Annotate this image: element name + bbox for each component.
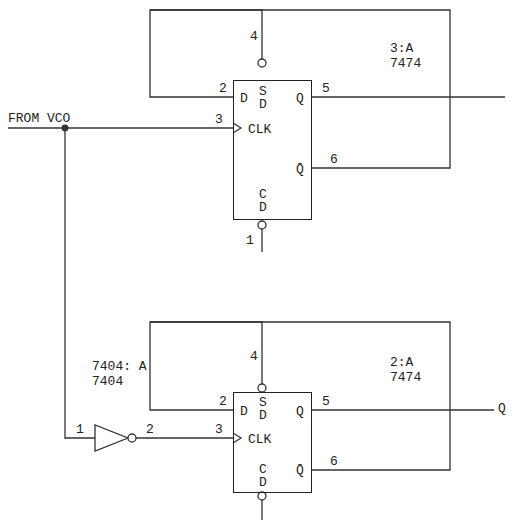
pin-number: 3 — [215, 113, 223, 127]
pin-number: 2 — [219, 82, 227, 96]
pin-number: 6 — [330, 455, 338, 469]
clock-wedge — [233, 433, 241, 443]
pin-number: 4 — [250, 30, 258, 44]
wire — [261, 229, 262, 252]
clock-wedge — [233, 123, 241, 133]
pin-number: 5 — [322, 395, 330, 409]
signal-name: FROM VCO — [8, 112, 70, 126]
wire — [150, 10, 450, 168]
wire — [8, 127, 233, 128]
inversion-bubble — [258, 59, 266, 67]
pin-number: 2 — [219, 395, 227, 409]
d-pin-name: D — [240, 92, 248, 105]
clear-pin-name: CD — [259, 463, 267, 489]
part-number: 7474 — [390, 57, 421, 71]
inversion-bubble — [258, 384, 266, 392]
pin-number: 6 — [330, 153, 338, 167]
part-ref: 3:A — [390, 42, 413, 56]
inversion-bubble — [258, 221, 266, 229]
part-number: 7404 — [92, 375, 123, 389]
wire — [150, 10, 262, 97]
part-ref: 2:A — [390, 356, 413, 370]
q-pin-name: Q — [296, 92, 304, 105]
q-bar-pin-name: Q̄ — [296, 464, 304, 477]
set-pin-name: SD — [259, 85, 267, 111]
inverter-symbol — [95, 425, 128, 451]
wire — [150, 322, 450, 470]
part-ref: 7404: A — [92, 360, 147, 374]
wire — [136, 437, 233, 438]
part-number: 7474 — [390, 371, 421, 385]
pin-number: 1 — [246, 234, 254, 248]
pin-number: 2 — [146, 423, 154, 437]
inversion-bubble — [258, 492, 266, 500]
clock-pin-name: CLK — [248, 123, 271, 136]
d-pin-name: D — [240, 405, 248, 418]
signal-name: Q — [498, 402, 506, 416]
clock-pin-name: CLK — [248, 433, 271, 446]
pin-number: 3 — [215, 423, 223, 437]
q-bar-pin-name: Q̄ — [296, 163, 304, 176]
pin-number: 4 — [250, 350, 258, 364]
flip-flop-box: D CLK SD CD Q Q̄ — [233, 80, 312, 220]
pin-number: 5 — [322, 82, 330, 96]
wire — [150, 322, 262, 410]
wire — [312, 409, 494, 410]
wire — [312, 96, 505, 97]
q-pin-name: Q — [296, 405, 304, 418]
pin-number: 1 — [76, 423, 84, 437]
set-pin-name: SD — [259, 396, 267, 422]
inversion-bubble — [128, 434, 136, 442]
wire — [65, 128, 95, 438]
flip-flop-box: D CLK SD CD Q Q̄ — [233, 392, 312, 493]
clear-pin-name: CD — [259, 188, 267, 214]
wire — [261, 500, 262, 520]
